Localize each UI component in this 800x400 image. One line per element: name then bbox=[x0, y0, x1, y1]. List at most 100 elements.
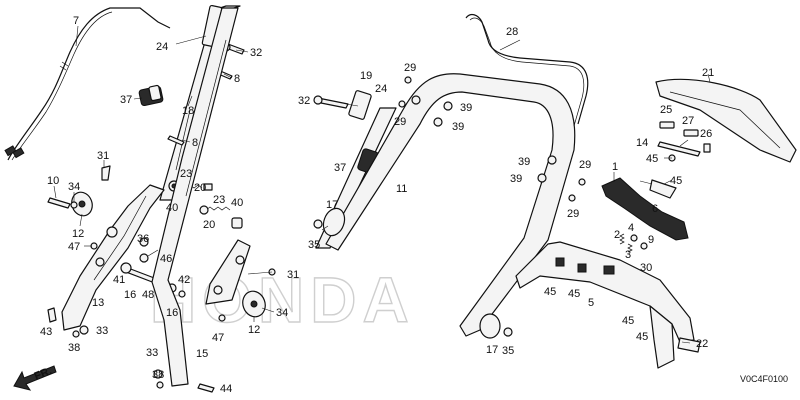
callout-29: 29 bbox=[579, 159, 591, 171]
bolt-39-d bbox=[537, 173, 547, 183]
bolt-10 bbox=[47, 197, 71, 209]
callout-47: 47 bbox=[68, 241, 80, 253]
callout-15: 15 bbox=[196, 348, 208, 360]
callout-23: 23 bbox=[213, 194, 225, 206]
nut-29-mid bbox=[398, 100, 406, 108]
callout-45: 45 bbox=[622, 315, 634, 327]
callout-39: 39 bbox=[452, 121, 464, 133]
callout-38: 38 bbox=[152, 369, 164, 381]
callout-24: 24 bbox=[156, 41, 168, 53]
callout-28: 28 bbox=[506, 26, 518, 38]
nut-29-right bbox=[578, 178, 586, 186]
callout-16: 16 bbox=[166, 307, 178, 319]
figure-code: V0C4F0100 bbox=[740, 374, 788, 384]
callout-27: 27 bbox=[682, 115, 694, 127]
callout-2: 2 bbox=[614, 229, 620, 241]
callout-3: 3 bbox=[625, 249, 631, 261]
callout-43: 43 bbox=[40, 326, 52, 338]
callout-46: 46 bbox=[160, 253, 172, 265]
callout-6: 6 bbox=[652, 203, 658, 215]
callout-37: 37 bbox=[334, 162, 346, 174]
callout-37: 37 bbox=[120, 94, 132, 106]
callout-22: 22 bbox=[696, 338, 708, 350]
callout-29: 29 bbox=[567, 208, 579, 220]
spring-6 bbox=[649, 179, 677, 199]
nut-29-right-low bbox=[568, 194, 576, 202]
callout-20: 20 bbox=[203, 219, 215, 231]
nut-38-left bbox=[72, 330, 80, 338]
callout-12: 12 bbox=[72, 228, 84, 240]
callout-31: 31 bbox=[97, 150, 109, 162]
pin-4 bbox=[630, 234, 638, 242]
bolt-39-a bbox=[443, 101, 453, 111]
callout-19: 19 bbox=[360, 70, 372, 82]
callout-17: 17 bbox=[486, 344, 498, 356]
callout-8: 8 bbox=[234, 73, 240, 85]
bolt-43 bbox=[47, 307, 57, 323]
callout-12: 12 bbox=[248, 324, 260, 336]
callout-26: 26 bbox=[700, 128, 712, 140]
washer-33-bottom bbox=[153, 369, 163, 379]
callout-31: 31 bbox=[287, 269, 299, 281]
callout-44: 44 bbox=[220, 383, 232, 395]
callout-32: 32 bbox=[250, 47, 262, 59]
knob-17-mid bbox=[322, 207, 346, 237]
knob-17-bottom bbox=[479, 313, 501, 339]
bolt-32-mid bbox=[313, 95, 349, 109]
adjuster-knob-12-center bbox=[242, 290, 266, 318]
callout-10: 10 bbox=[47, 175, 59, 187]
callout-4: 4 bbox=[628, 222, 634, 234]
callout-35: 35 bbox=[308, 239, 320, 251]
callout-20: 20 bbox=[194, 182, 206, 194]
callout-9: 9 bbox=[648, 234, 654, 246]
nut-38-bottom bbox=[156, 381, 164, 389]
spring-pin-group-bottom bbox=[199, 205, 243, 229]
nut-30 bbox=[640, 242, 648, 250]
clip-37-left bbox=[138, 84, 164, 107]
washer-34-left bbox=[70, 201, 78, 209]
callout-23: 23 bbox=[180, 168, 192, 180]
callout-35: 35 bbox=[502, 345, 514, 357]
callout-40: 40 bbox=[231, 197, 243, 209]
callout-45: 45 bbox=[670, 175, 682, 187]
bolt-31-left bbox=[101, 165, 111, 181]
small-parts-25-27-14-26 bbox=[657, 121, 711, 162]
bolt-44 bbox=[197, 383, 215, 393]
callout-18: 18 bbox=[182, 105, 194, 117]
callout-33: 33 bbox=[96, 325, 108, 337]
callout-24: 24 bbox=[375, 83, 387, 95]
callout-29: 29 bbox=[394, 116, 406, 128]
nut-16 bbox=[178, 290, 186, 298]
callout-13: 13 bbox=[92, 297, 104, 309]
callout-39: 39 bbox=[510, 173, 522, 185]
spring-2 bbox=[619, 233, 625, 245]
washer-35-bottom bbox=[503, 327, 513, 337]
callout-34: 34 bbox=[68, 181, 80, 193]
front-direction-arrow: FR. bbox=[13, 365, 57, 391]
callout-39: 39 bbox=[460, 102, 472, 114]
leader-lines bbox=[53, 25, 711, 344]
callout-41: 41 bbox=[113, 274, 125, 286]
nut-29-top bbox=[404, 76, 412, 84]
control-bar-28 bbox=[465, 13, 589, 127]
nut-47-center bbox=[218, 314, 226, 322]
callout-16: 16 bbox=[124, 289, 136, 301]
callout-42: 42 bbox=[178, 274, 190, 286]
callout-7: 7 bbox=[73, 15, 79, 27]
callout-8: 8 bbox=[192, 137, 198, 149]
callout-33: 33 bbox=[146, 347, 158, 359]
callout-5: 5 bbox=[588, 297, 594, 309]
callout-30: 30 bbox=[640, 262, 652, 274]
callout-48: 48 bbox=[142, 289, 154, 301]
callout-45: 45 bbox=[568, 288, 580, 300]
callout-17: 17 bbox=[326, 199, 338, 211]
callout-47: 47 bbox=[212, 332, 224, 344]
callout-34: 34 bbox=[276, 307, 288, 319]
throttle-cable bbox=[4, 7, 171, 161]
handle-cover-21 bbox=[655, 78, 797, 163]
center-lower-handle-pipe bbox=[151, 7, 251, 387]
left-lower-handle-bracket bbox=[61, 184, 165, 331]
nut-46 bbox=[139, 253, 149, 263]
callout-32: 32 bbox=[298, 95, 310, 107]
